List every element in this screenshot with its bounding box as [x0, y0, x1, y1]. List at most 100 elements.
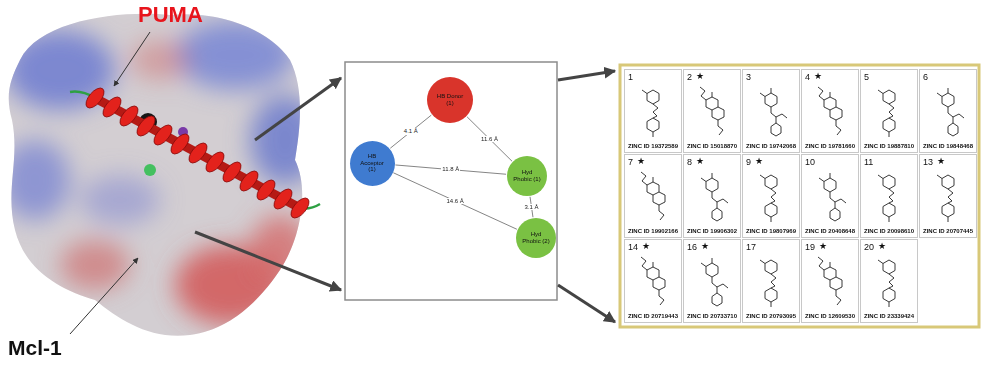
- pharmacophore-feature: Hyd Phobic (2): [516, 218, 556, 258]
- molecule-structure: [641, 257, 665, 305]
- hit-star: ★: [937, 156, 945, 166]
- molecule-structure: [818, 87, 842, 135]
- flow-arrow: [195, 232, 341, 290]
- distance-line: [393, 173, 517, 229]
- molecule-sketches: [641, 87, 964, 307]
- zinc-id: ZINC ID 19807969: [746, 228, 796, 234]
- protein-label: Mcl-1: [8, 336, 62, 360]
- hits-panel: [620, 65, 979, 327]
- compound-number: 5: [864, 72, 869, 82]
- zinc-id: ZINC ID 20719443: [628, 313, 678, 319]
- helix-turn: [186, 140, 211, 166]
- compound-number: 1: [628, 72, 633, 82]
- compound-number: 2: [687, 72, 692, 82]
- feature-label: HB Acceptor (1): [356, 153, 388, 174]
- zinc-id: ZINC ID 19372589: [628, 143, 678, 149]
- molecule-structure: [819, 173, 846, 221]
- helix-turn: [100, 94, 125, 120]
- distance-label: 11.6 Å: [480, 136, 499, 143]
- compound-cell: 17ZINC ID 20793095: [742, 239, 800, 323]
- hit-star: ★: [819, 241, 827, 251]
- zinc-id: ZINC ID 12609530: [805, 313, 855, 319]
- compound-number: 19: [805, 242, 815, 252]
- compound-number: 13: [923, 157, 933, 167]
- compound-number: 6: [923, 72, 928, 82]
- helix-turn: [117, 103, 142, 129]
- distance-line: [390, 115, 431, 148]
- hit-star: ★: [814, 71, 822, 81]
- pharmacophore-feature: HB Donor (1): [427, 77, 473, 123]
- zinc-id: ZINC ID 20408648: [805, 228, 855, 234]
- compound-cell: 7★ZINC ID 19902166: [624, 154, 682, 238]
- compound-cell: 11ZINC ID 20098610: [860, 154, 918, 238]
- compound-cell: 5ZINC ID 19887810: [860, 69, 918, 153]
- compound-cell: 8★ZINC ID 19906302: [683, 154, 741, 238]
- protein-label: PUMA: [138, 2, 203, 28]
- compound-number: 11: [864, 157, 873, 167]
- helix-turn: [203, 149, 228, 175]
- molecule-structure: [937, 88, 964, 136]
- distance-label: 11.8 Å: [441, 166, 460, 173]
- molecule-structure: [878, 260, 895, 307]
- molecule-structure: [641, 172, 665, 220]
- compound-cell: 4★ZINC ID 19781660: [801, 69, 859, 153]
- protein-surface: [0, 0, 320, 345]
- molecule-structure: [700, 87, 724, 135]
- compound-number: 20: [864, 242, 874, 252]
- puma-helix: [70, 85, 320, 221]
- helix-turn: [271, 186, 296, 212]
- zinc-id: ZINC ID 20707445: [923, 228, 973, 234]
- feature-label: Hyd Phobic (2): [522, 231, 551, 245]
- zinc-id: ZINC ID 19887810: [864, 143, 914, 149]
- helix-axis: [95, 98, 300, 208]
- hit-star: ★: [642, 241, 650, 251]
- compound-cell: 9★ZINC ID 19807969: [742, 154, 800, 238]
- helix-turn: [134, 113, 159, 139]
- distance-line: [467, 117, 512, 161]
- compound-number: 10: [805, 157, 815, 167]
- compound-cell: 6ZINC ID 19848468: [919, 69, 977, 153]
- pharmacophore-feature: Hyd Phobic (1): [507, 156, 547, 196]
- leader-arrow: [70, 258, 138, 334]
- zinc-id: ZINC ID 23339424: [864, 313, 914, 319]
- negative-patch: [60, 240, 130, 290]
- compound-number: 7: [628, 157, 633, 167]
- zinc-id: ZINC ID 20098610: [864, 228, 914, 234]
- pharmacophore-feature: HB Acceptor (1): [350, 141, 395, 186]
- feature-label: HB Donor (1): [434, 93, 467, 107]
- zinc-id: ZINC ID 19906302: [687, 228, 737, 234]
- helix-turn: [83, 85, 108, 111]
- network-panel: [345, 62, 557, 300]
- positive-patch: [0, 140, 70, 220]
- distance-label: 14.6 Å: [445, 198, 464, 205]
- molecule-structure: [701, 173, 728, 221]
- positive-patch: [250, 95, 320, 185]
- helix-turn: [288, 195, 313, 221]
- compound-cell: 3ZINC ID 19742068: [742, 69, 800, 153]
- molecule-structure: [878, 90, 895, 137]
- molecule-structure: [760, 175, 777, 222]
- helix-turn: [168, 131, 193, 157]
- helix-turn: [237, 168, 262, 194]
- zinc-id: ZINC ID 20793095: [746, 313, 796, 319]
- feature-label: Hyd Phobic (1): [513, 169, 542, 183]
- zinc-id: ZINC ID 19742068: [746, 143, 796, 149]
- surface-base: [0, 0, 320, 345]
- molecule-structure: [642, 90, 659, 137]
- hit-star: ★: [755, 156, 763, 166]
- compound-cell: 16★ZINC ID 20733710: [683, 239, 741, 323]
- helix-turns: [83, 85, 313, 221]
- helix-turn: [220, 159, 245, 185]
- negative-patch: [130, 40, 190, 80]
- compound-number: 17: [746, 242, 756, 252]
- flow-arrow: [255, 78, 341, 140]
- compound-number: 3: [746, 72, 751, 82]
- helix-turn: [254, 177, 279, 203]
- hit-star: ★: [878, 241, 886, 251]
- helix-turn: [151, 122, 176, 148]
- flow-arrow: [558, 285, 615, 322]
- compound-cell: 20 ★ ZINC ID 23339424: [860, 239, 918, 323]
